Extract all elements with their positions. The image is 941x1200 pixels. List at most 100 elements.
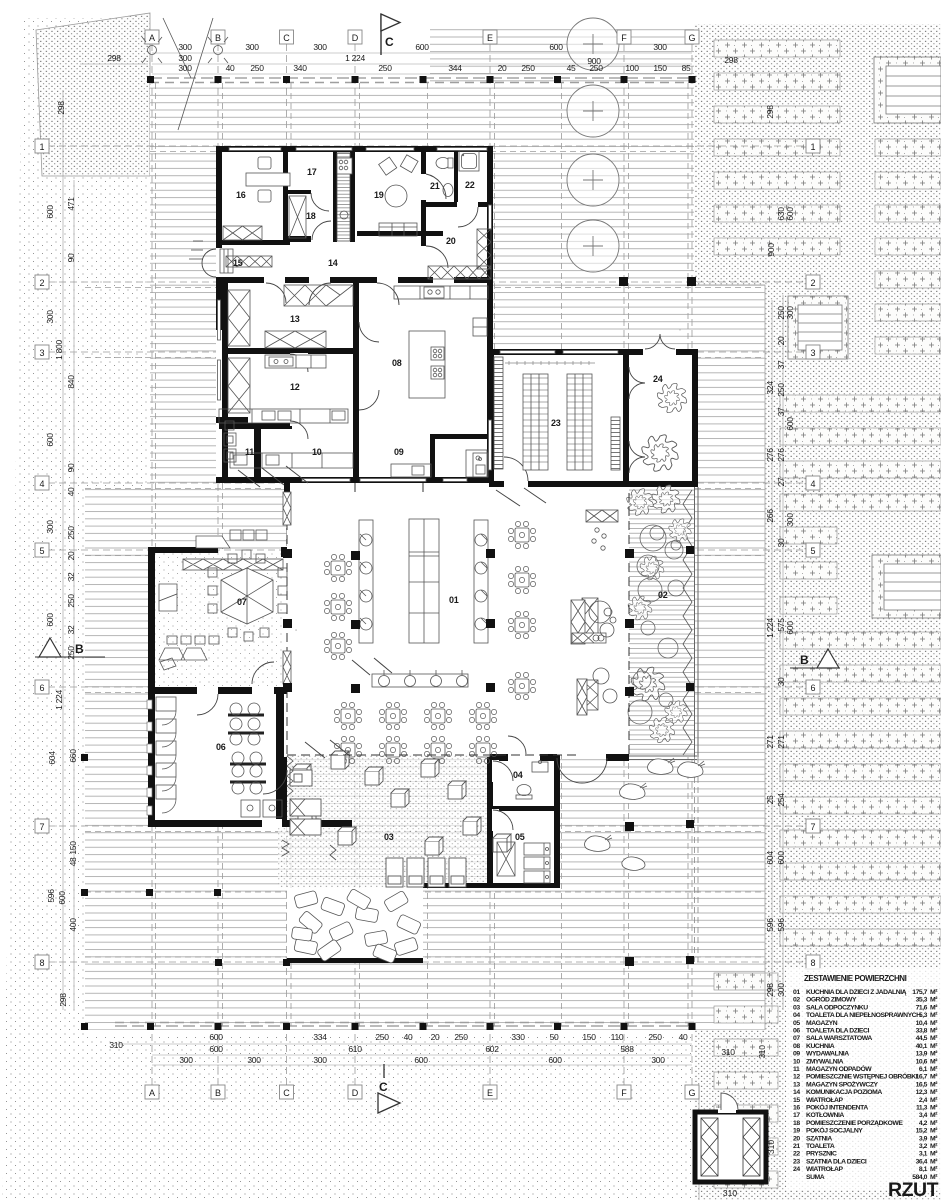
svg-text:OGRÓD ZIMOWY: OGRÓD ZIMOWY [806, 995, 857, 1004]
svg-text:14: 14 [793, 1089, 800, 1096]
svg-text:3: 3 [39, 348, 44, 358]
svg-text:604: 604 [765, 851, 775, 865]
svg-text:298: 298 [724, 55, 738, 65]
svg-text:6,1: 6,1 [919, 1066, 928, 1073]
svg-text:602: 602 [485, 1044, 499, 1054]
svg-text:600: 600 [785, 417, 795, 431]
svg-text:1: 1 [39, 142, 44, 152]
svg-text:24: 24 [653, 374, 663, 384]
svg-text:M²: M² [930, 1089, 938, 1096]
svg-text:09: 09 [394, 447, 404, 457]
svg-text:71,6: 71,6 [916, 1004, 928, 1011]
svg-text:11: 11 [793, 1066, 800, 1073]
svg-text:M²: M² [930, 1028, 938, 1035]
svg-text:271: 271 [776, 735, 786, 749]
svg-text:7: 7 [39, 822, 44, 832]
svg-text:45: 45 [567, 63, 576, 73]
svg-text:C: C [283, 1088, 290, 1098]
svg-text:SALA ODPOCZYNKU: SALA ODPOCZYNKU [806, 1004, 868, 1011]
svg-text:100: 100 [625, 63, 639, 73]
svg-text:A: A [149, 1088, 155, 1098]
svg-text:M²: M² [930, 1066, 938, 1073]
svg-text:M²: M² [930, 1105, 938, 1112]
svg-text:M²: M² [930, 1143, 938, 1150]
svg-text:SZATNIA DLA DZIECI: SZATNIA DLA DZIECI [806, 1158, 867, 1165]
svg-text:250: 250 [66, 526, 76, 540]
svg-text:630: 630 [776, 207, 786, 221]
svg-text:600: 600 [548, 1055, 562, 1065]
svg-text:300: 300 [178, 42, 192, 52]
svg-text:06: 06 [216, 742, 226, 752]
svg-text:298: 298 [107, 53, 121, 63]
svg-text:05: 05 [793, 1020, 800, 1027]
svg-text:300: 300 [651, 1055, 665, 1065]
svg-text:300: 300 [785, 306, 795, 320]
svg-text:330: 330 [511, 1032, 525, 1042]
svg-text:2: 2 [39, 278, 44, 288]
svg-text:G: G [688, 1088, 695, 1098]
svg-text:4,2: 4,2 [919, 1120, 928, 1127]
svg-text:G: G [688, 33, 695, 43]
svg-text:27: 27 [776, 477, 786, 486]
svg-text:900: 900 [766, 243, 776, 257]
svg-text:D: D [352, 33, 359, 43]
svg-text:1: 1 [810, 142, 815, 152]
svg-text:22: 22 [465, 180, 475, 190]
svg-text:44,5: 44,5 [916, 1035, 928, 1042]
svg-text:40: 40 [226, 63, 235, 73]
svg-text:310: 310 [766, 1140, 776, 1154]
svg-text:250: 250 [776, 306, 786, 320]
svg-text:WIATROŁAP: WIATROŁAP [806, 1166, 844, 1173]
svg-text:6: 6 [39, 683, 44, 693]
svg-text:MAGAZYN SPOŻYWCZY: MAGAZYN SPOŻYWCZY [806, 1080, 879, 1088]
svg-text:37: 37 [776, 360, 786, 369]
svg-text:300: 300 [245, 42, 259, 52]
svg-text:M²: M² [930, 1020, 938, 1027]
svg-text:266: 266 [765, 509, 775, 523]
svg-text:300: 300 [776, 983, 786, 997]
svg-text:600: 600 [414, 1055, 428, 1065]
svg-text:840: 840 [66, 375, 76, 389]
svg-text:250: 250 [454, 1032, 468, 1042]
svg-text:150: 150 [68, 841, 78, 855]
svg-text:660: 660 [68, 749, 78, 763]
svg-text:17: 17 [793, 1112, 800, 1119]
svg-text:POMIESZCZENIE PORZĄDKOWE: POMIESZCZENIE PORZĄDKOWE [806, 1120, 903, 1127]
svg-text:13: 13 [793, 1081, 800, 1088]
svg-text:04: 04 [793, 1012, 800, 1019]
svg-text:M²: M² [930, 1135, 938, 1142]
svg-text:WIATROŁAP: WIATROŁAP [806, 1097, 844, 1104]
svg-text:8,1: 8,1 [919, 1166, 928, 1173]
svg-text:2: 2 [810, 278, 815, 288]
svg-text:16,7: 16,7 [916, 1074, 928, 1081]
svg-text:M²: M² [930, 1035, 938, 1042]
svg-text:02: 02 [658, 590, 668, 600]
svg-text:MAGAZYN ODPADÓW: MAGAZYN ODPADÓW [806, 1064, 872, 1073]
svg-text:596: 596 [776, 918, 786, 932]
svg-text:250: 250 [66, 594, 76, 608]
svg-text:A: A [149, 33, 155, 43]
svg-text:1 224: 1 224 [765, 618, 775, 638]
svg-text:21: 21 [430, 181, 440, 191]
svg-text:600: 600 [785, 621, 795, 635]
svg-text:M²: M² [930, 1128, 938, 1135]
svg-text:POKÓJ INTENDENTA: POKÓJ INTENDENTA [806, 1103, 868, 1112]
svg-text:3,2: 3,2 [919, 1143, 928, 1150]
svg-text:10,4: 10,4 [916, 1020, 928, 1027]
svg-text:03: 03 [793, 1004, 800, 1011]
svg-text:4: 4 [39, 479, 44, 489]
svg-text:600: 600 [57, 891, 67, 905]
svg-text:32: 32 [66, 572, 76, 581]
svg-text:19: 19 [374, 190, 384, 200]
svg-text:250: 250 [375, 1032, 389, 1042]
svg-text:600: 600 [45, 613, 55, 627]
svg-text:18: 18 [306, 211, 316, 221]
svg-text:10,6: 10,6 [916, 1058, 928, 1065]
svg-text:23: 23 [551, 418, 561, 428]
svg-text:8: 8 [39, 958, 44, 968]
svg-text:3,9: 3,9 [919, 1135, 928, 1142]
svg-text:16: 16 [793, 1105, 800, 1112]
svg-text:SZATNIA: SZATNIA [806, 1135, 832, 1142]
svg-text:584,0: 584,0 [912, 1174, 927, 1181]
svg-text:08: 08 [392, 358, 402, 368]
